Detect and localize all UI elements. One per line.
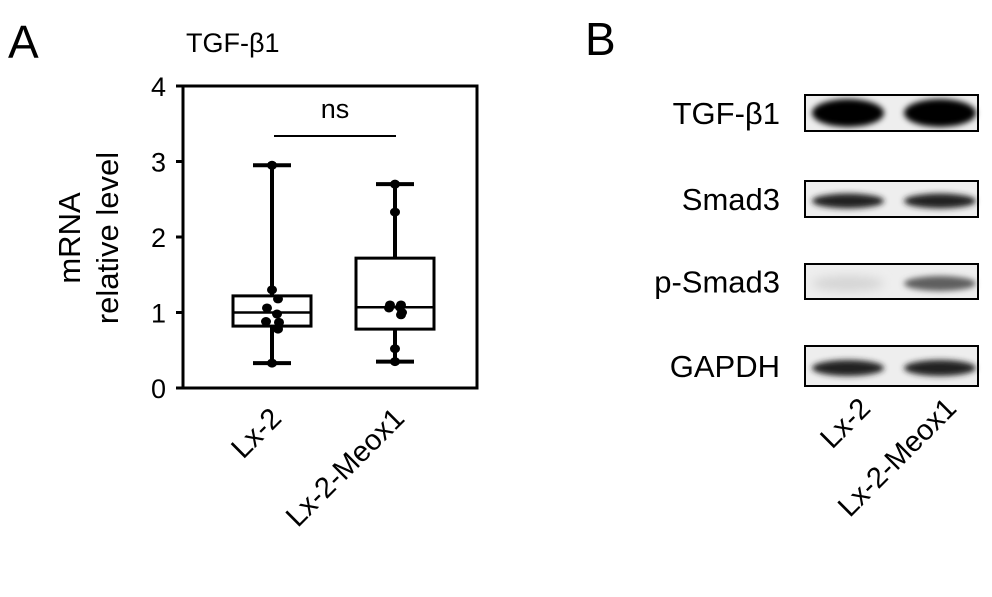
panel-a-letter: A (8, 16, 39, 68)
y-axis-label-line1: mRNA (52, 192, 87, 284)
blot-band (904, 360, 976, 376)
data-point (390, 344, 400, 354)
data-point (261, 317, 271, 327)
data-point (267, 285, 277, 295)
blot-lane-label-lx2: Lx-2 (814, 392, 877, 455)
data-point (273, 294, 283, 304)
blot-row-label: p-Smad3 (654, 265, 780, 300)
panel-b-letter: B (585, 13, 616, 65)
blot-band (812, 276, 884, 291)
x-tick-label-lx2: Lx-2 (225, 402, 288, 465)
y-axis-label-line2: relative level (90, 152, 125, 324)
data-point (384, 303, 394, 313)
blot-row-label: Smad3 (682, 182, 780, 217)
blot-band (812, 360, 884, 376)
y-tick-label: 2 (151, 223, 166, 253)
box-iqr (354, 256, 436, 331)
box-iqr (231, 294, 313, 328)
plot-frame (181, 84, 479, 390)
data-point (262, 303, 272, 313)
data-point (274, 317, 284, 327)
x-tick-label-lx2-meox1: Lx-2-Meox1 (280, 402, 411, 533)
chart-title: TGF-β1 (186, 28, 280, 58)
blot-row-label: TGF-β1 (673, 96, 780, 131)
blot-band (904, 276, 976, 291)
blot-row-label: GAPDH (670, 349, 780, 384)
data-point (390, 357, 400, 367)
data-point (267, 160, 277, 170)
y-tick-label: 1 (151, 299, 166, 329)
data-point (272, 309, 282, 319)
blot-row-tgf-1: TGF-β1 (673, 94, 979, 132)
data-point (267, 358, 277, 368)
blot-band (812, 99, 884, 127)
blot-row-p-smad3: p-Smad3 (654, 263, 979, 300)
blot-row-smad3: Smad3 (682, 180, 979, 218)
data-point (273, 324, 283, 334)
y-tick-label: 4 (151, 72, 166, 102)
data-point (396, 310, 406, 320)
significance-label: ns (321, 94, 350, 124)
y-tick-label: 0 (151, 374, 166, 404)
blot-row-gapdh: GAPDH (670, 345, 979, 387)
box-1 (354, 179, 436, 367)
blot-band (812, 193, 884, 209)
data-point (390, 207, 400, 217)
box-0 (231, 160, 313, 368)
y-tick-label: 3 (151, 148, 166, 178)
blot-band (904, 99, 976, 127)
data-point (390, 179, 400, 189)
blot-band (904, 193, 976, 209)
